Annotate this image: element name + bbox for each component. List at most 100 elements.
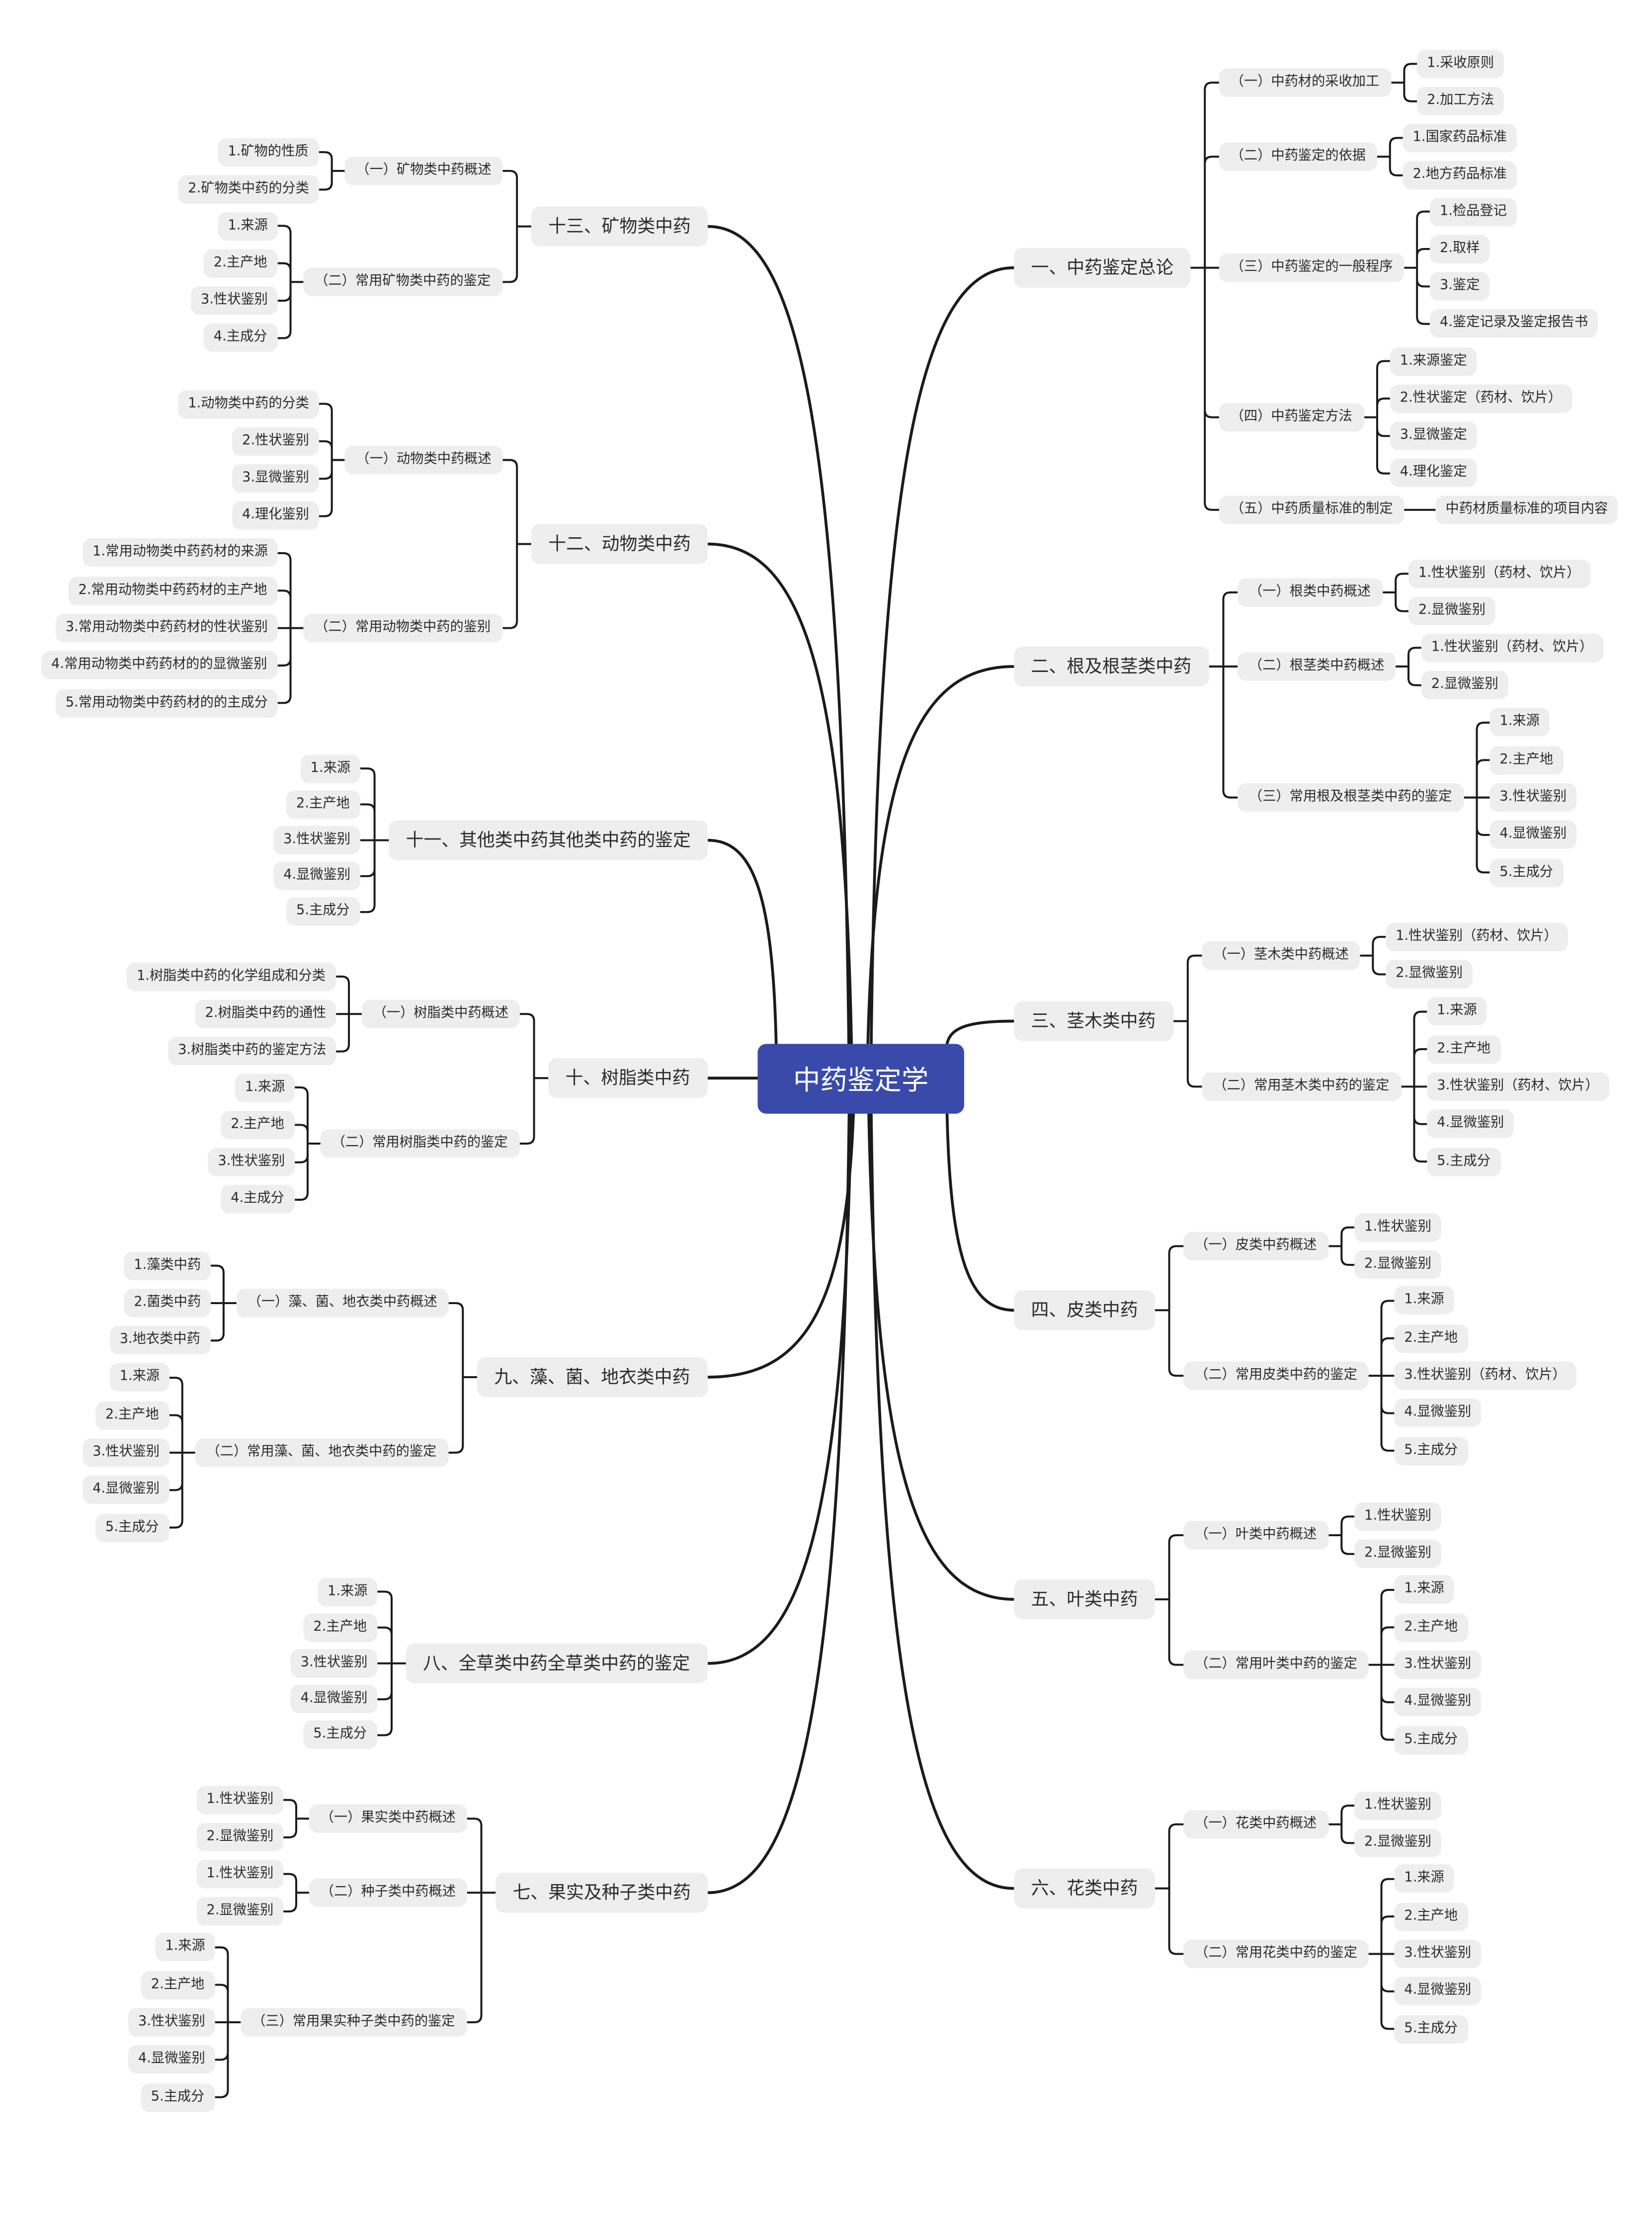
leaf-topic: 1.来源 xyxy=(109,1363,170,1392)
subtopic: （一）藻、菌、地衣类中药概述 xyxy=(236,1289,449,1318)
leaf-topic: 2.显微鉴别 xyxy=(1408,597,1496,626)
leaf-topic: 5.主成分 xyxy=(286,898,360,926)
leaf-topic: 5.主成分 xyxy=(141,2083,215,2112)
leaf-topic: 2.主产地 xyxy=(1394,1613,1468,1642)
main-topic-11: 十一、其他类中药其他类中药的鉴定 xyxy=(389,820,708,860)
main-topic-12: 十二、动物类中药 xyxy=(531,524,708,564)
leaf-topic: 2.显微鉴别 xyxy=(1354,1828,1442,1858)
subtopic: （二）常用皮类中药的鉴定 xyxy=(1183,1361,1369,1390)
connector-line xyxy=(706,1112,853,1665)
leaf-topic: 1.矿物的性质 xyxy=(218,138,319,166)
leaf-topic: 4.显微鉴别 xyxy=(1489,821,1577,849)
leaf-topic: 1.来源 xyxy=(1489,708,1550,737)
leaf-topic: 2.性状鉴别 xyxy=(232,427,320,456)
connector-line xyxy=(359,767,390,913)
subtopic: （一）花类中药概述 xyxy=(1183,1810,1328,1839)
leaf-topic: 2.加工方法 xyxy=(1417,87,1504,116)
leaf-topic: 3.显微鉴别 xyxy=(232,464,320,493)
leaf-topic: 1.来源 xyxy=(300,754,361,783)
connector-line xyxy=(276,225,305,339)
leaf-topic: 3.性状鉴别（药材、饮片） xyxy=(1427,1072,1609,1101)
leaf-topic: 1.性状鉴别（药材、饮片） xyxy=(1421,633,1603,662)
connector-line xyxy=(706,225,850,1046)
connector-line xyxy=(1172,954,1203,1088)
connector-line xyxy=(1154,1245,1185,1377)
leaf-topic: 1.采收原则 xyxy=(1417,49,1504,79)
leaf-topic: 2.显微鉴别 xyxy=(196,1897,284,1926)
subtopic: （三）中药鉴定的一般程序 xyxy=(1219,253,1404,282)
subtopic: （二）根茎类中药概述 xyxy=(1238,652,1396,681)
connector-line xyxy=(706,542,853,1046)
connector-line xyxy=(1189,82,1220,511)
leaf-topic: 1.性状鉴别（药材、饮片） xyxy=(1386,922,1568,951)
leaf-topic: 1.来源 xyxy=(218,211,278,240)
leaf-topic: 3.显微鉴定 xyxy=(1390,421,1477,450)
leaf-topic: 2.性状鉴定（药材、饮片） xyxy=(1390,384,1572,413)
main-topic-10: 十、树脂类中药 xyxy=(548,1058,707,1098)
leaf-topic: 4.理化鉴定 xyxy=(1390,459,1477,488)
leaf-topic: 5.主成分 xyxy=(1427,1147,1501,1176)
leaf-topic: 1.性状鉴别 xyxy=(1354,1213,1442,1242)
leaf-topic: 1.来源 xyxy=(155,1933,215,1962)
leaf-topic: 1.来源 xyxy=(1394,1575,1454,1604)
connector-line xyxy=(276,552,305,704)
connector-line xyxy=(210,1264,238,1342)
connector-line xyxy=(1395,647,1422,686)
leaf-topic: 3.地衣类中药 xyxy=(109,1326,210,1355)
leaf-topic: 5.主成分 xyxy=(1394,2014,1468,2043)
connector-line xyxy=(318,403,346,517)
subtopic: （二）常用茎木类中药的鉴定 xyxy=(1202,1072,1401,1101)
connector-line xyxy=(1367,1589,1396,1741)
connector-line xyxy=(282,1799,310,1838)
main-topic-2: 二、根及根茎类中药 xyxy=(1014,646,1209,687)
connector-line xyxy=(501,169,532,283)
leaf-topic: 2.主产地 xyxy=(95,1401,169,1430)
leaf-topic: 2.显微鉴别 xyxy=(1421,671,1508,700)
subtopic: （二）常用矿物类中药的鉴定 xyxy=(303,267,502,297)
leaf-topic: 1.树脂类中药的化学组成和分类 xyxy=(127,962,336,991)
leaf-topic: 2.菌类中药 xyxy=(124,1289,211,1318)
connector-line xyxy=(866,665,1016,1046)
connector-line xyxy=(1359,936,1387,976)
connector-line xyxy=(1363,360,1391,475)
connector-line xyxy=(1376,137,1404,176)
leaf-topic: 2.主产地 xyxy=(1427,1035,1501,1064)
leaf-topic: 2.地方药品标准 xyxy=(1403,161,1517,190)
connector-line xyxy=(1382,573,1410,612)
leaf-topic: 1.性状鉴别（药材、饮片） xyxy=(1408,559,1590,588)
subtopic: （一）树脂类中药概述 xyxy=(361,999,520,1028)
connector-line xyxy=(870,1112,1016,1890)
leaf-topic: 2.主产地 xyxy=(303,1613,377,1642)
connector-line xyxy=(1327,1515,1356,1555)
connector-line xyxy=(518,1013,550,1145)
connector-line xyxy=(1327,1805,1356,1844)
subtopic: （二）常用树脂类中药的鉴定 xyxy=(320,1129,519,1158)
leaf-topic: 3.性状鉴别 xyxy=(208,1148,295,1177)
main-topic-6: 六、花类中药 xyxy=(1014,1868,1155,1908)
leaf-topic: 2.矿物类中药的分类 xyxy=(178,175,320,204)
leaf-topic: 4.显微鉴别 xyxy=(1394,1688,1482,1717)
subtopic: （二）常用花类中药的鉴定 xyxy=(1183,1939,1369,1969)
connector-line xyxy=(1154,1534,1185,1666)
subtopic: （一）果实类中药概述 xyxy=(309,1804,467,1833)
leaf-topic: 5.主成分 xyxy=(95,1513,169,1542)
subtopic: （二）中药鉴定的依据 xyxy=(1219,142,1378,171)
leaf-topic: 2.主产地 xyxy=(141,1970,215,1999)
leaf-topic: 3.性状鉴别 xyxy=(190,286,278,315)
leaf-topic: 1.性状鉴别 xyxy=(196,1785,284,1815)
central-topic: 中药鉴定学 xyxy=(757,1044,964,1114)
leaf-topic: 4.显微鉴别 xyxy=(83,1476,170,1504)
leaf-topic: 2.显微鉴别 xyxy=(1354,1250,1442,1279)
leaf-topic: 5.主成分 xyxy=(1394,1436,1468,1465)
connector-line xyxy=(335,975,363,1053)
leaf-topic: 2.主产地 xyxy=(286,790,360,819)
main-topic-3: 三、茎木类中药 xyxy=(1014,1001,1173,1041)
connector-line xyxy=(214,1946,242,2098)
leaf-topic: 1.动物类中药的分类 xyxy=(178,389,320,418)
connector-line xyxy=(867,1112,1016,1601)
leaf-topic: 3.性状鉴别 xyxy=(83,1438,170,1467)
connector-line xyxy=(945,1019,1016,1046)
leaf-topic: 4.常用动物类中药药材的的显微鉴别 xyxy=(41,651,277,680)
subtopic: （一）皮类中药概述 xyxy=(1183,1232,1328,1260)
